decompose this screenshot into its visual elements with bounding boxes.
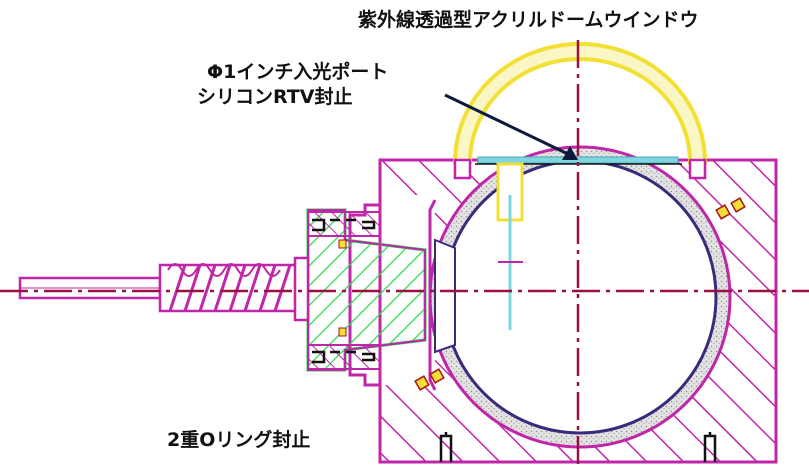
integrating-sphere xyxy=(428,145,732,449)
acrylic-dome xyxy=(452,42,708,180)
port-label-line1: Φ1インチ入光ポート xyxy=(207,61,389,83)
port-fitting xyxy=(306,208,427,372)
oring-seal-label: 2重Oリング封止 xyxy=(167,429,311,451)
dome-window-label: 紫外線透過型アクリルドームウインドウ xyxy=(358,9,699,31)
port-leader-arrow xyxy=(444,93,578,160)
o-ring-markers xyxy=(338,197,746,391)
centerlines xyxy=(0,40,809,470)
entrance-port-cone xyxy=(434,238,456,354)
bottom-fasteners xyxy=(439,432,717,462)
port-label-line2: シリコンRTV封止 xyxy=(197,86,353,108)
cable-gland xyxy=(18,256,310,322)
